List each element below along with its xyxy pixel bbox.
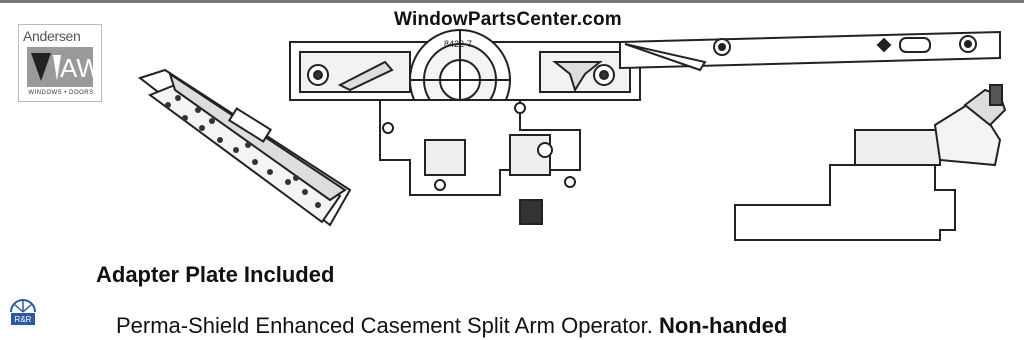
logo-mark-text: AW <box>60 53 93 83</box>
adapter-plate-drawing <box>137 68 352 227</box>
andersen-logo: Andersen AW WINDOWS • DOORS <box>18 24 102 102</box>
rr-badge-icon: R&R <box>10 299 36 325</box>
caption-text: Perma-Shield Enhanced Casement Split Arm… <box>116 313 659 338</box>
drawing-part-label: 8422-7 <box>444 39 472 49</box>
top-rule <box>0 0 1024 3</box>
badge-text: R&R <box>15 315 32 324</box>
site-watermark: WindowPartsCenter.com <box>394 9 622 30</box>
logo-tagline: WINDOWS • DOORS <box>28 90 94 96</box>
logo-brand: Andersen <box>23 28 81 44</box>
caption-emphasis: Non-handed <box>658 313 788 338</box>
sash-section-drawing <box>734 84 1007 241</box>
logo-emblem: AW <box>27 47 93 87</box>
operator-body-drawing <box>289 29 641 225</box>
operator-drawing: 8422-7 <box>137 29 1007 241</box>
product-caption: Perma-Shield Enhanced Casement Split Arm… <box>116 313 787 339</box>
operator-arm-drawing <box>619 30 1001 72</box>
aw-mark-icon: AW <box>27 47 93 87</box>
adapter-plate-heading: Adapter Plate Included <box>96 262 335 287</box>
